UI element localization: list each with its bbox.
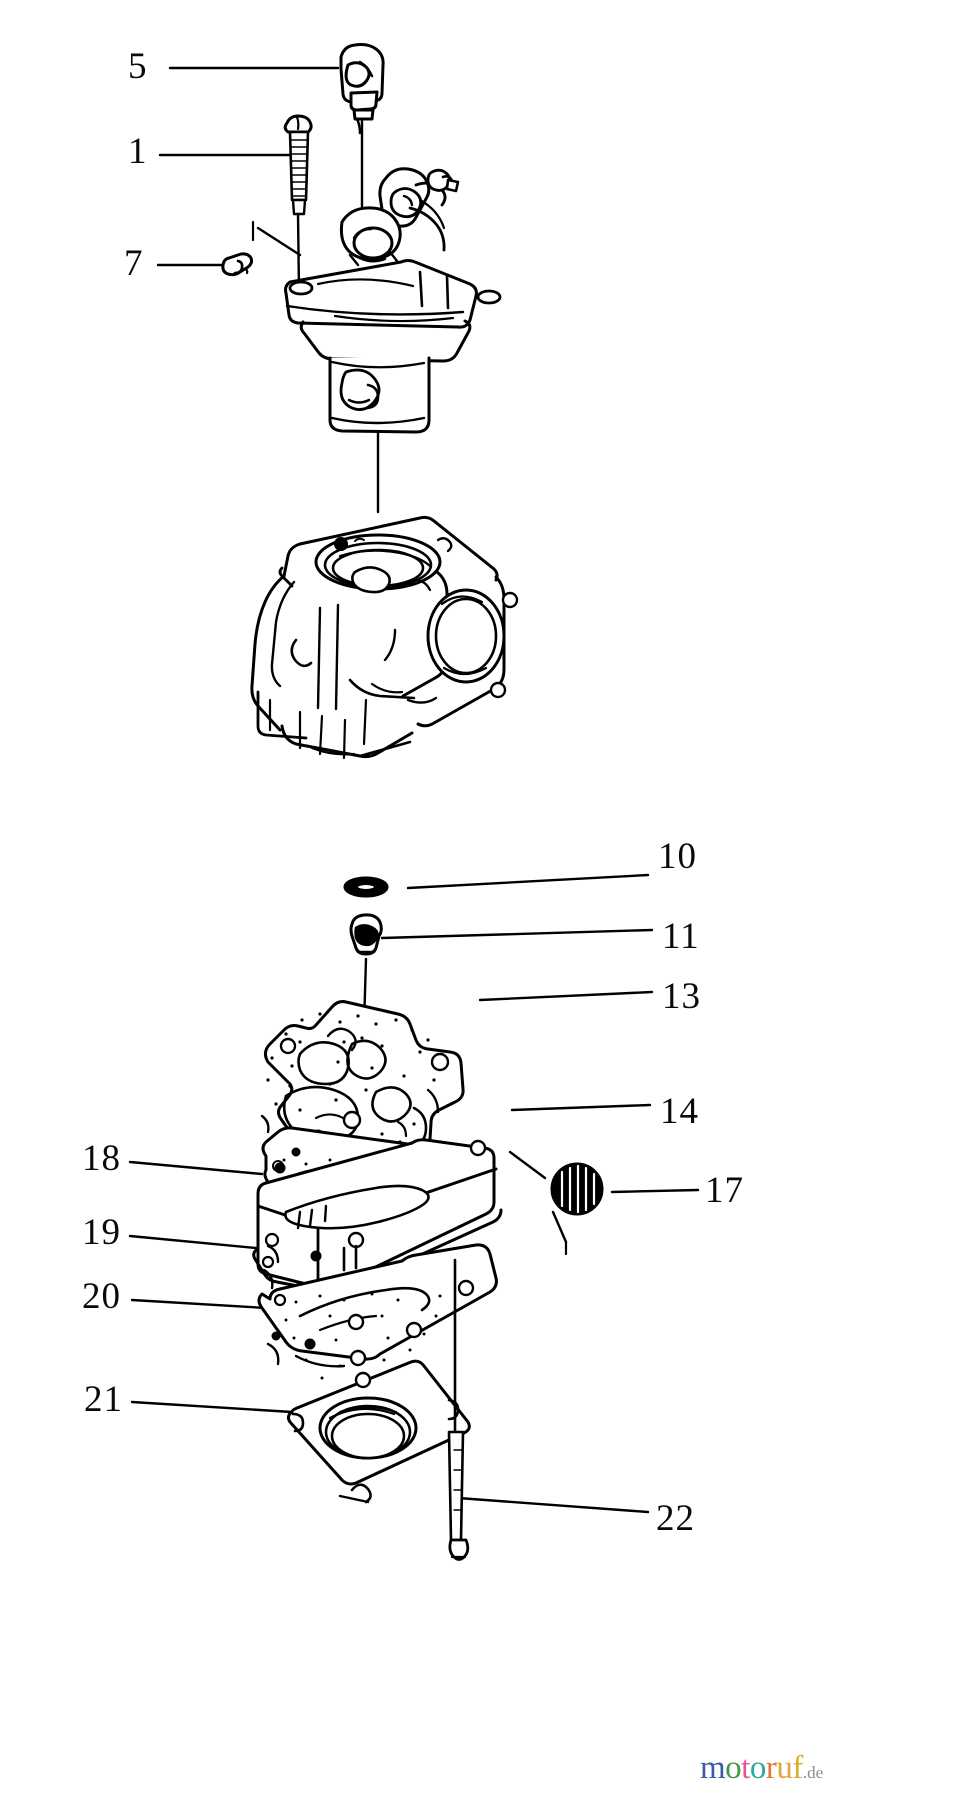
- watermark-letter-1: o: [725, 1750, 742, 1786]
- carburetor-body-block-part: [256, 1138, 498, 1298]
- leader-line-13: [478, 990, 654, 1002]
- leader-line-22: [456, 1496, 650, 1514]
- leader-line-10: [406, 873, 650, 890]
- mounting-bolt-part: [447, 1258, 470, 1561]
- leader-line-11: [380, 928, 654, 940]
- watermark-tld: .de: [802, 1763, 824, 1782]
- callout-number-18: 18: [82, 1138, 121, 1179]
- callout-number-1: 1: [128, 131, 148, 172]
- callout-number-7: 7: [124, 243, 144, 284]
- leader-line-21: [130, 1400, 294, 1414]
- leader-line-17: [610, 1188, 700, 1194]
- leader-lines: [128, 66, 700, 1514]
- leader-line-14: [510, 1103, 652, 1112]
- engine-crankcase-illustration: [250, 515, 519, 760]
- motoruf-watermark: motoruf.de: [700, 1752, 823, 1785]
- primer-bulb-part: [339, 43, 385, 238]
- gasket-lower-part: [257, 1243, 498, 1382]
- watermark-letter-2: t: [741, 1750, 750, 1786]
- carburetor-top-body-part: [260, 1000, 465, 1164]
- callout-number-21: 21: [84, 1379, 123, 1420]
- callout-number-11: 11: [662, 916, 700, 957]
- intake-flange-part: [286, 1359, 471, 1504]
- watermark-letter-5: u: [776, 1750, 793, 1786]
- callout-number-20: 20: [82, 1276, 121, 1317]
- leader-line-19: [128, 1234, 258, 1250]
- watermark-letter-4: r: [765, 1750, 777, 1786]
- spring-clip-part: [221, 220, 302, 277]
- callout-number-5: 5: [128, 46, 148, 87]
- o-ring-part: [343, 876, 389, 898]
- watermark-letter-6: f: [792, 1750, 803, 1786]
- carburetor-assembly-illustration: [284, 167, 502, 514]
- watermark-letter-3: o: [749, 1750, 767, 1786]
- watermark-letter-0: m: [700, 1750, 726, 1786]
- callout-number-19: 19: [82, 1212, 121, 1253]
- leader-line-20: [130, 1298, 268, 1310]
- fuel-screen-filter-part: [508, 1150, 604, 1256]
- callout-number-22: 22: [656, 1498, 695, 1539]
- callout-number-14: 14: [660, 1091, 699, 1132]
- callout-number-17: 17: [705, 1170, 744, 1211]
- callout-number-13: 13: [662, 976, 701, 1017]
- leader-line-18: [128, 1160, 264, 1176]
- callout-number-10: 10: [658, 836, 697, 877]
